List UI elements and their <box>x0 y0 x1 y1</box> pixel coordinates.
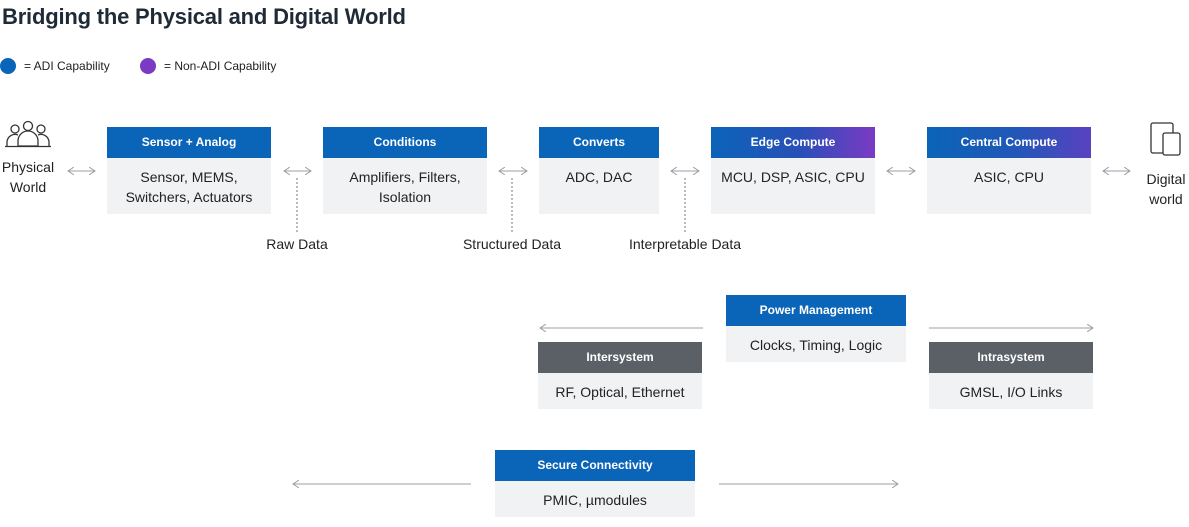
box-header: Intrasystem <box>929 342 1093 373</box>
legend-adi: = ADI Capability <box>0 58 110 74</box>
box-line: Amplifiers, Filters, <box>349 169 461 185</box>
digital-line1: Digital <box>1146 171 1186 187</box>
box-header: Conditions <box>323 127 487 158</box>
intrasystem-box: Intrasystem GMSL, I/O Links <box>929 342 1093 409</box>
legend-non-adi: = Non-ADI Capability <box>140 58 276 74</box>
structured-data-label: Structured Data <box>462 236 562 252</box>
box-body: RF, Optical, Ethernet <box>555 384 685 400</box>
box-body: GMSL, I/O Links <box>959 384 1063 400</box>
conditions-box: Conditions Amplifiers, Filters, Isolatio… <box>323 127 487 214</box>
box-header: Central Compute <box>927 127 1091 158</box>
box-header: Power Management <box>726 295 906 326</box>
box-body: ADC, DAC <box>539 158 659 187</box>
sensor-analog-box: Sensor + Analog Sensor, MEMS, Switchers,… <box>107 127 271 214</box>
intersystem-box: Intersystem RF, Optical, Ethernet <box>538 342 702 409</box>
box-line: Isolation <box>378 189 432 205</box>
box-line: ASIC, CPU <box>973 169 1044 185</box>
box-body: Clocks, Timing, Logic <box>749 337 883 353</box>
box-header: Sensor + Analog <box>107 127 271 158</box>
box-body: ASIC, CPU <box>927 158 1091 187</box>
box-line: ADC, DAC <box>565 169 633 185</box>
box-body: PMIC, µmodules <box>543 492 647 508</box>
box-header: Converts <box>539 127 659 158</box>
box-line: Switchers, Actuators <box>125 189 253 205</box>
digital-line2: world <box>1149 191 1183 207</box>
devices-icon <box>1150 122 1181 156</box>
box-header: Secure Connectivity <box>495 450 695 481</box>
box-body: Amplifiers, Filters, Isolation <box>323 158 487 207</box>
non-adi-dot-icon <box>140 58 156 74</box>
legend-adi-label: = ADI Capability <box>24 59 110 73</box>
digital-world-label: Digital world <box>1140 169 1189 209</box>
interpretable-data-label: Interpretable Data <box>628 236 742 252</box>
box-body: Sensor, MEMS, Switchers, Actuators <box>107 158 271 207</box>
box-header: Edge Compute <box>711 127 875 158</box>
box-line: Sensor, MEMS, <box>140 169 238 185</box>
box-header: Intersystem <box>538 342 702 373</box>
box-body: MCU, DSP, ASIC, CPU <box>711 158 875 187</box>
physical-world-label: Physical World <box>0 157 56 197</box>
physical-line2: World <box>9 179 47 195</box>
legend-non-adi-label: = Non-ADI Capability <box>164 59 277 73</box>
adi-dot-icon <box>0 58 16 74</box>
secure-connectivity-box: Secure Connectivity PMIC, µmodules <box>495 450 695 517</box>
power-management-box: Power Management Clocks, Timing, Logic <box>726 295 906 362</box>
raw-data-label: Raw Data <box>266 236 328 252</box>
physical-line1: Physical <box>1 159 55 175</box>
page-title: Bridging the Physical and Digital World <box>2 4 406 29</box>
converts-box: Converts ADC, DAC <box>539 127 659 214</box>
central-compute-box: Central Compute ASIC, CPU <box>927 127 1091 214</box>
edge-compute-box: Edge Compute MCU, DSP, ASIC, CPU <box>711 127 875 214</box>
people-icon <box>5 120 51 148</box>
box-line: MCU, DSP, ASIC, CPU <box>721 169 865 185</box>
